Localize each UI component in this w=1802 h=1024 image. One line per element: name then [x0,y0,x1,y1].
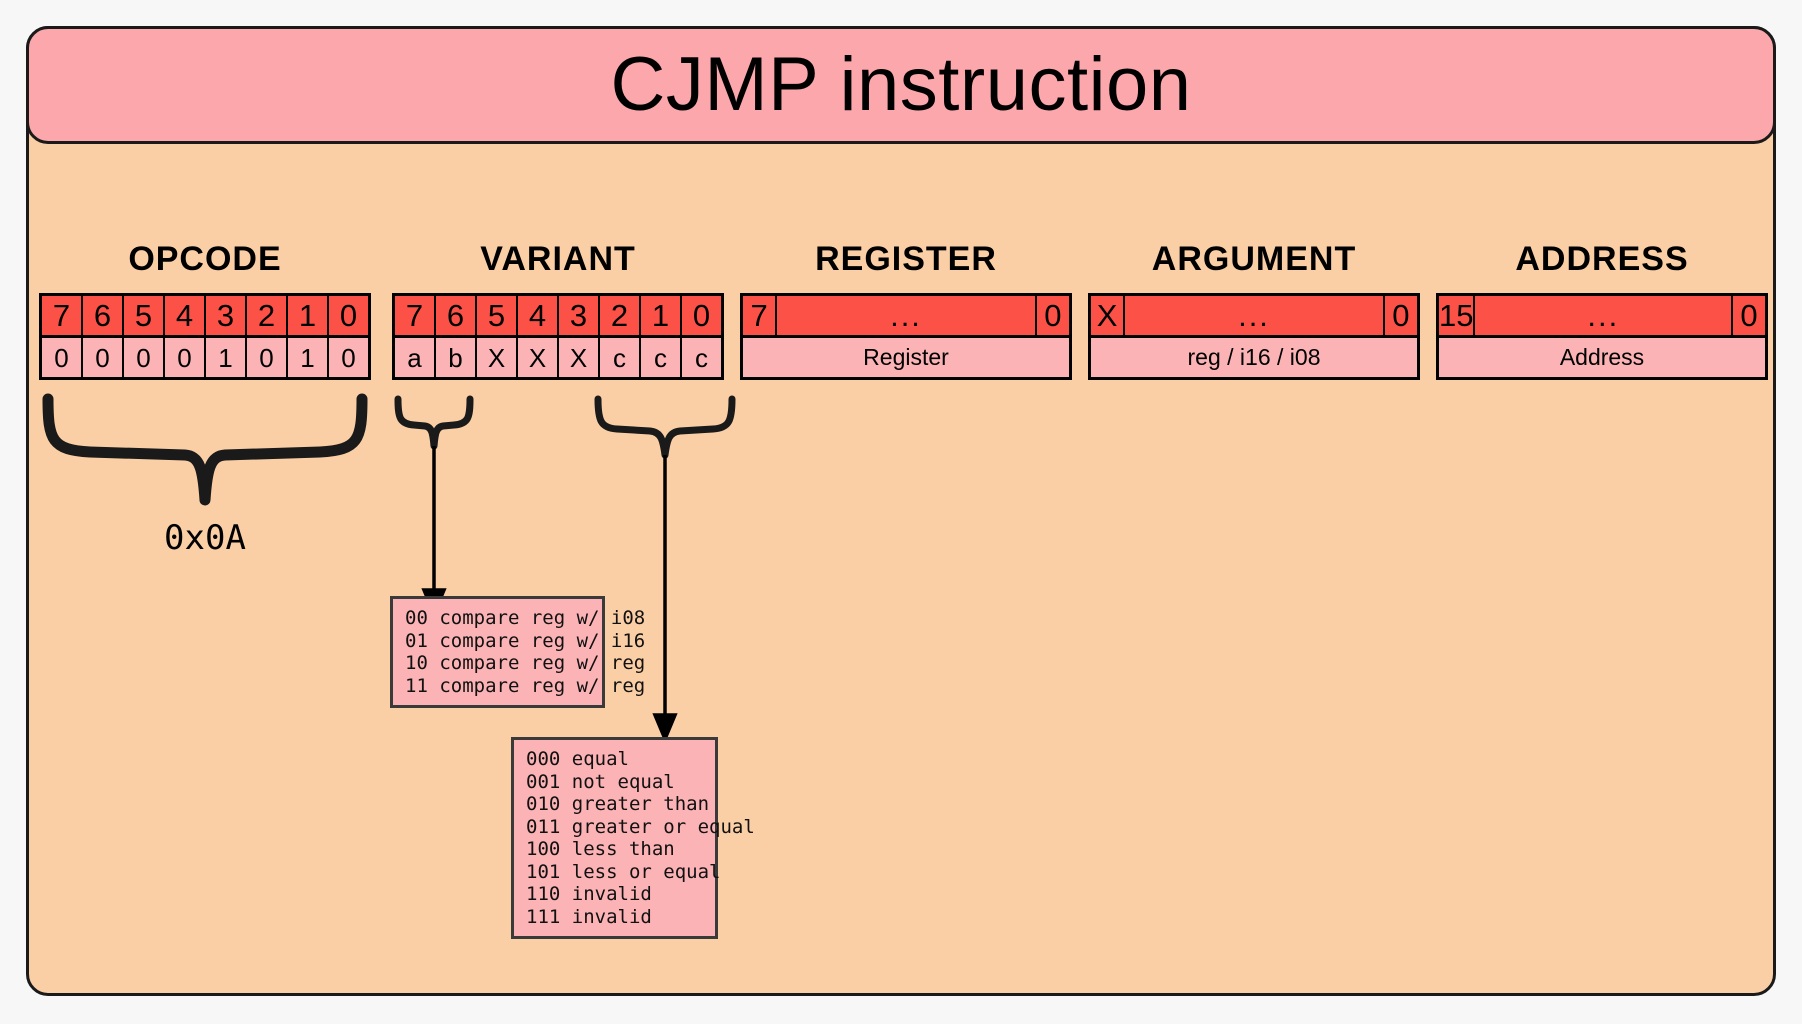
address-bit-index-row: 15 ... 0 [1436,293,1768,338]
opcode-bit-value-row: 0 0 0 0 1 0 1 0 [39,338,371,380]
field-opcode: OPCODE 7 6 5 4 3 2 1 0 0 0 0 0 1 0 1 0 [39,240,371,380]
bit-index-msb: 15 [1439,296,1474,335]
bit-value: c [600,338,639,377]
field-title-register: REGISTER [815,240,997,278]
bit-range-ellipsis: ... [1475,296,1732,335]
bit-index: 2 [247,296,286,335]
field-value-label: Address [1439,338,1765,377]
bit-value: X [559,338,598,377]
bit-value: 0 [83,338,122,377]
variant-bit-index-row: 7 6 5 4 3 2 1 0 [392,293,724,338]
bit-index-lsb: 0 [1733,296,1765,335]
bit-index: 1 [641,296,680,335]
field-register: REGISTER 7 ... 0 Register [740,240,1072,380]
bit-index: 4 [165,296,204,335]
bit-index-msb: 7 [743,296,776,335]
bit-range-ellipsis: ... [1125,296,1383,335]
argument-bit-index-row: X ... 0 [1088,293,1420,338]
opcode-bit-index-row: 7 6 5 4 3 2 1 0 [39,293,371,338]
opcode-hex-label: 0x0A [164,518,246,558]
bit-value: c [682,338,721,377]
bit-index-lsb: 0 [1036,296,1069,335]
bit-index-msb: X [1091,296,1124,335]
bit-value: X [518,338,557,377]
address-value-row: Address [1436,338,1768,380]
bit-index: 0 [682,296,721,335]
bit-index: 7 [42,296,81,335]
bit-value: 0 [165,338,204,377]
bit-index: 7 [395,296,434,335]
field-title-variant: VARIANT [480,240,636,278]
legend-line: 110 invalid [526,883,652,905]
bit-value: c [641,338,680,377]
bit-index: 5 [124,296,163,335]
bit-value: 1 [206,338,245,377]
bit-range-ellipsis: ... [777,296,1035,335]
legend-line: 000 equal [526,748,629,770]
variant-bit-value-row: a b X X X c c c [392,338,724,380]
field-address: ADDRESS 15 ... 0 Address [1436,240,1768,380]
field-title-argument: ARGUMENT [1151,240,1357,278]
bit-value: a [395,338,434,377]
bit-value: b [436,338,475,377]
instruction-title-bar: CJMP instruction [26,26,1776,144]
argument-value-row: reg / i16 / i08 [1088,338,1420,380]
legend-line: 10 compare reg w/ reg [405,652,646,674]
bit-index: 5 [477,296,516,335]
page-title: CJMP instruction [610,42,1192,127]
bit-value: 0 [42,338,81,377]
bit-index: 1 [288,296,327,335]
bit-index: 3 [559,296,598,335]
bit-index: 3 [206,296,245,335]
variant-ccc-legend: 000 equal 001 not equal 010 greater than… [511,737,755,939]
bit-value: 0 [124,338,163,377]
register-bit-index-row: 7 ... 0 [740,293,1072,338]
bit-value: 0 [329,338,368,377]
legend-line: 010 greater than [526,793,710,815]
bit-value: 1 [288,338,327,377]
legend-line: 101 less or equal [526,860,721,883]
legend-line: 001 not equal [526,770,675,793]
field-title-address: ADDRESS [1515,240,1689,278]
variant-ab-legend: 00 compare reg w/ i08 01 compare reg w/ … [390,596,646,708]
bit-index: 0 [329,296,368,335]
bit-index: 6 [83,296,122,335]
bit-value: 0 [247,338,286,377]
bit-index-lsb: 0 [1384,296,1417,335]
legend-line: 00 compare reg w/ i08 [405,607,646,629]
legend-line: 11 compare reg w/ reg [405,674,646,697]
instruction-card-body [26,26,1776,996]
field-value-label: reg / i16 / i08 [1091,338,1417,377]
legend-line: 01 compare reg w/ i16 [405,629,646,652]
legend-line: 011 greater or equal [526,815,755,838]
bit-index: 6 [436,296,475,335]
field-value-label: Register [743,338,1069,377]
legend-line: 111 invalid [526,905,652,928]
legend-line: 100 less than [526,838,675,860]
field-argument: ARGUMENT X ... 0 reg / i16 / i08 [1088,240,1420,380]
field-variant: VARIANT 7 6 5 4 3 2 1 0 a b X X X c c c [392,240,724,380]
bit-index: 2 [600,296,639,335]
field-title-opcode: OPCODE [128,240,282,278]
register-value-row: Register [740,338,1072,380]
bit-value: X [477,338,516,377]
bit-index: 4 [518,296,557,335]
